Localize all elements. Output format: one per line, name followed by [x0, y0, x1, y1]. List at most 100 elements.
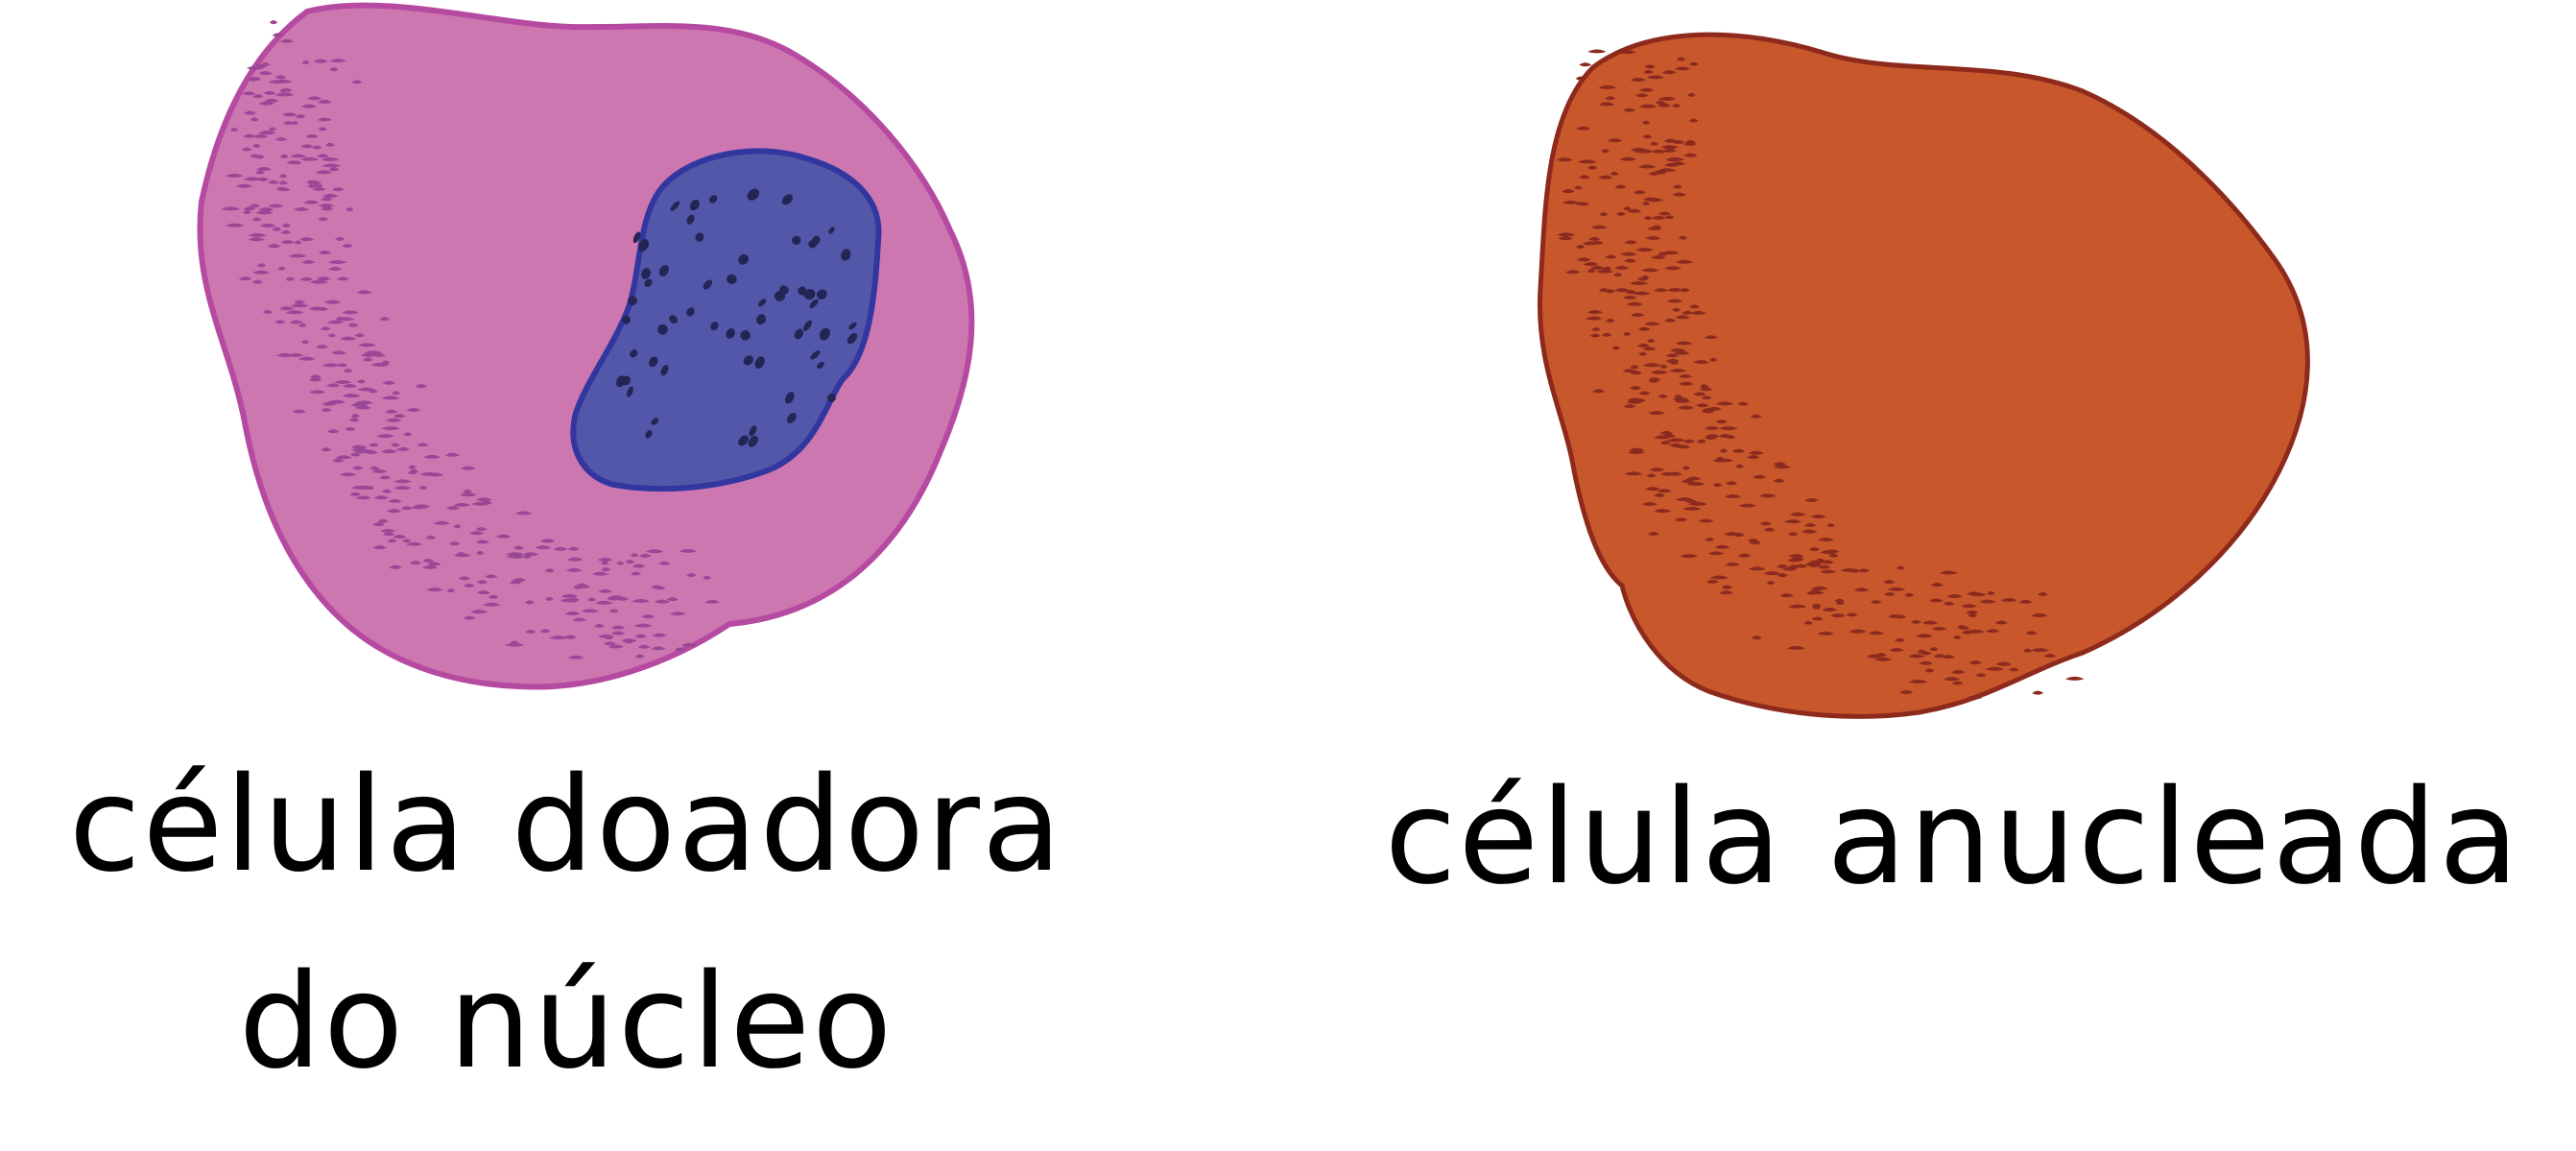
granule-speck [1931, 626, 1947, 631]
granule-speck [372, 545, 387, 550]
granule-speck [278, 174, 288, 179]
chromatin-speck [779, 285, 789, 295]
granule-speck [1577, 159, 1597, 164]
granule-speck [1946, 593, 1964, 598]
donor-cell-chromatin [616, 188, 858, 447]
granule-speck [280, 229, 292, 234]
granule-speck [632, 564, 646, 568]
granule-speck [301, 260, 316, 265]
granule-speck [495, 534, 512, 539]
granule-speck [1674, 350, 1690, 355]
granule-speck [464, 583, 475, 587]
granule-speck [290, 154, 307, 158]
granule-speck [242, 91, 256, 96]
granule-speck [646, 549, 664, 554]
chromatin-speck [726, 328, 735, 339]
granule-speck [1803, 620, 1813, 625]
granule-speck [1951, 681, 1964, 685]
granule-speck [1601, 149, 1610, 154]
granule-speck [299, 156, 320, 161]
granule-speck [1724, 493, 1742, 498]
granule-speck [409, 561, 421, 565]
granule-speck [1751, 635, 1762, 640]
granule-speck [1871, 600, 1882, 605]
granule-speck [616, 561, 625, 565]
granule-speck [601, 561, 609, 565]
granule-speck [251, 279, 264, 284]
granule-speck [539, 629, 551, 634]
granule-speck [1773, 462, 1787, 467]
granule-speck [1811, 616, 1824, 621]
chromatin-speck [781, 194, 793, 205]
granule-speck [1591, 326, 1601, 331]
granule-speck [1683, 153, 1698, 157]
granule-speck [1664, 215, 1675, 220]
granule-speck [371, 469, 388, 474]
granule-speck [243, 110, 256, 115]
granule-speck [285, 276, 296, 281]
granule-speck [1664, 318, 1677, 323]
granule-speck [1788, 604, 1807, 609]
granule-speck [1654, 509, 1672, 514]
granule-speck [1589, 333, 1601, 338]
granule-speck [280, 87, 293, 92]
granule-speck [225, 223, 245, 228]
granule-speck [1763, 571, 1781, 576]
chromatin-speck [743, 355, 753, 366]
granule-speck [1634, 248, 1655, 252]
chromatin-speck [630, 349, 638, 358]
granule-speck [322, 401, 337, 406]
granule-speck [1642, 134, 1653, 139]
chromatin-speck [810, 350, 821, 360]
granule-speck [630, 553, 639, 558]
granule-speck [1646, 75, 1665, 80]
granule-speck [674, 647, 685, 652]
enucleated-cell-granules [1556, 49, 2085, 700]
granule-speck [2064, 676, 2085, 681]
granule-speck [1641, 120, 1651, 125]
chromatin-speck [628, 296, 637, 306]
granule-speck [446, 588, 456, 593]
granule-speck [514, 511, 533, 516]
granule-speck [597, 557, 613, 562]
granule-speck [316, 276, 331, 281]
granule-speck [1830, 613, 1846, 618]
granule-speck [1709, 575, 1729, 580]
granule-speck [1759, 521, 1772, 526]
granule-speck [544, 568, 555, 573]
granule-speck [1562, 189, 1575, 194]
granule-speck [1719, 448, 1729, 453]
granule-speck [259, 223, 276, 228]
granule-speck [312, 145, 322, 150]
granule-speck [1576, 126, 1591, 131]
granule-speck [564, 611, 581, 615]
granule-speck [1714, 544, 1730, 549]
chromatin-speck [695, 232, 704, 242]
granule-speck [610, 631, 626, 635]
granule-speck [249, 77, 257, 82]
granule-speck [403, 432, 413, 437]
granule-speck [1671, 161, 1686, 166]
granule-speck [1626, 399, 1643, 404]
granule-speck [567, 546, 580, 551]
granule-speck [1985, 666, 2005, 671]
chromatin-speck [812, 235, 821, 245]
granule-speck [446, 506, 461, 511]
granule-speck [422, 558, 435, 563]
granule-speck [335, 317, 346, 322]
granule-speck [268, 204, 284, 208]
granule-speck [307, 183, 316, 188]
granule-speck [1773, 478, 1785, 483]
donor-cell-caption-line-1: célula doadora [68, 750, 1064, 901]
granule-speck [1651, 149, 1667, 154]
granule-speck [352, 466, 364, 470]
granule-speck [1556, 157, 1573, 162]
granule-speck [1650, 370, 1668, 374]
granule-speck [1674, 66, 1691, 71]
granule-speck [1726, 435, 1736, 440]
granule-speck [1590, 225, 1608, 229]
granule-speck [1624, 240, 1638, 245]
granule-speck [1748, 566, 1766, 571]
granule-speck [274, 75, 287, 80]
granule-speck [396, 446, 411, 451]
